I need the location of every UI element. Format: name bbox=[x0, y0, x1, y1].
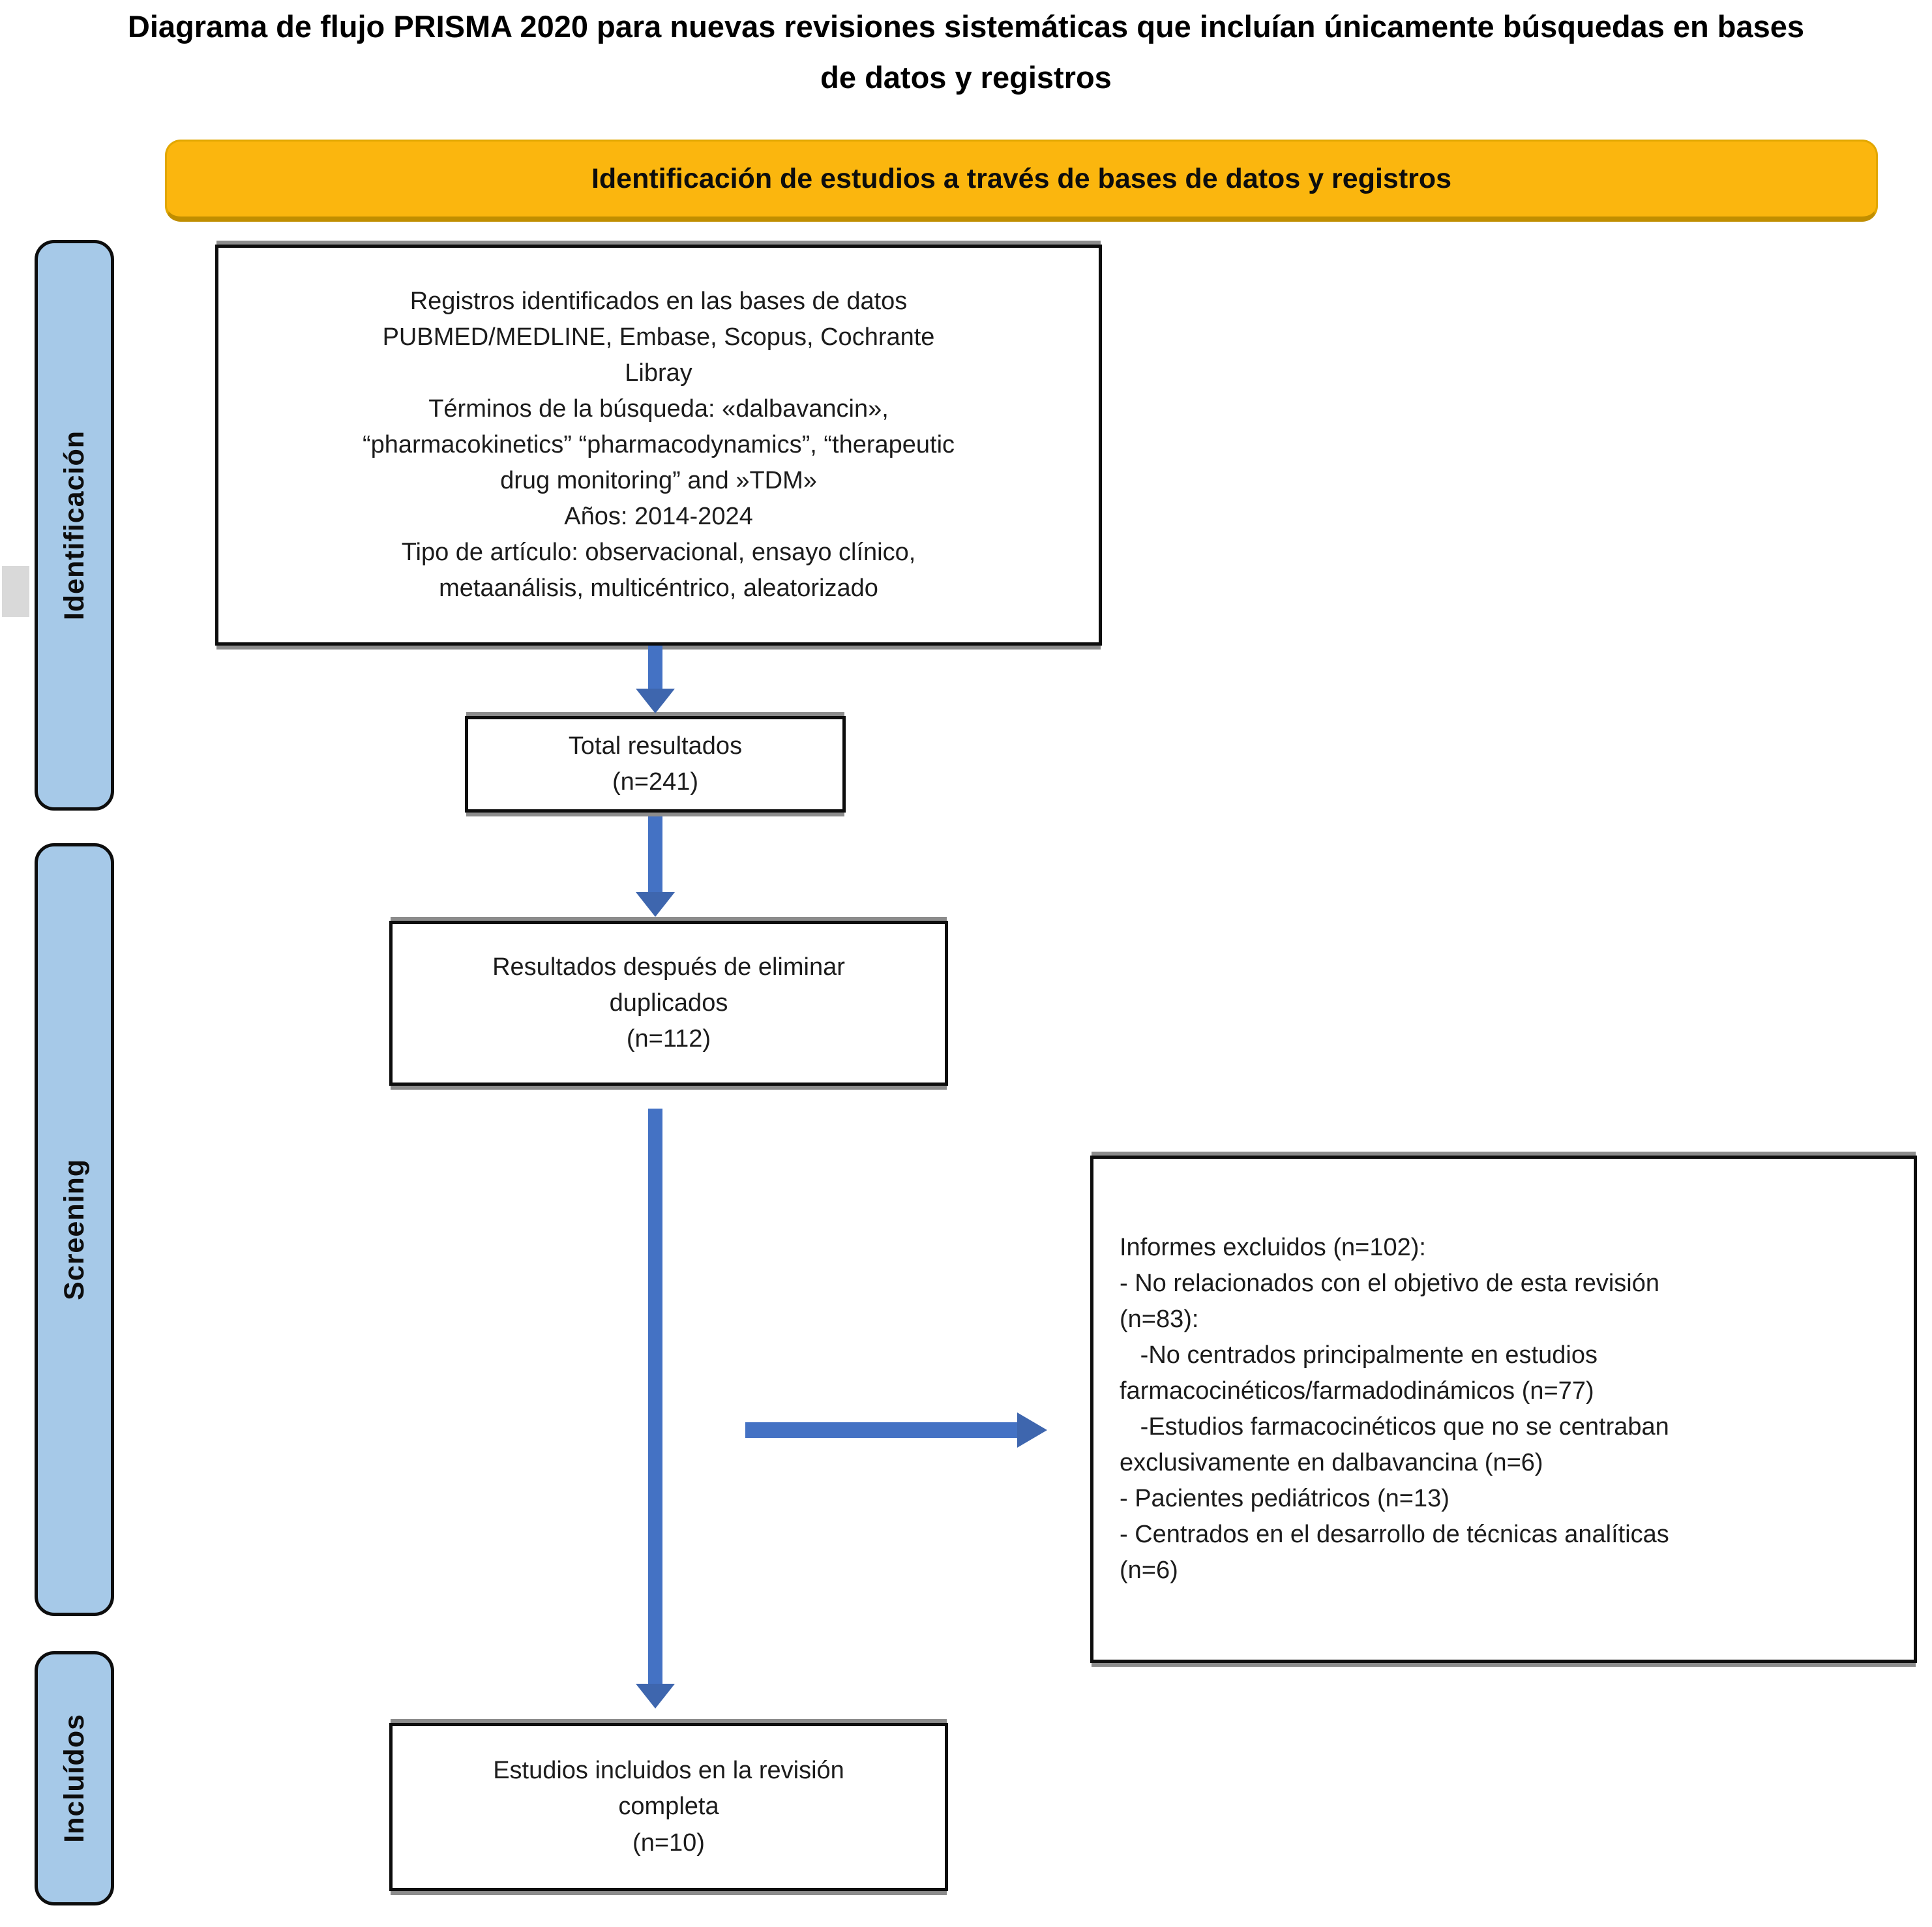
stage-identificacion: Identificación bbox=[35, 240, 114, 811]
box-records-identified: Registros identificados en las bases de … bbox=[215, 245, 1102, 646]
arrow-down-head-icon bbox=[636, 1684, 675, 1709]
identification-banner: Identificación de estudios a través de b… bbox=[165, 140, 1878, 222]
box-reports-excluded: Informes excluidos (n=102): - No relacio… bbox=[1090, 1156, 1917, 1663]
identification-banner-label: Identificación de estudios a través de b… bbox=[591, 163, 1452, 194]
stage-incluidos: Incluídos bbox=[35, 1651, 114, 1905]
arrow-down-icon bbox=[648, 1109, 662, 1685]
box-after-duplicates: Resultados después de eliminar duplicado… bbox=[389, 921, 948, 1086]
arrow-right-icon bbox=[745, 1422, 1017, 1438]
diagram-title: Diagrama de flujo PRISMA 2020 para nueva… bbox=[127, 9, 1805, 95]
arrow-down-head-icon bbox=[636, 892, 675, 917]
box-studies-included: Estudios incluidos en la revisión comple… bbox=[389, 1723, 948, 1891]
arrow-down-head-icon bbox=[636, 689, 675, 713]
arrow-down-icon bbox=[648, 816, 662, 893]
stage-incluidos-label: Incluídos bbox=[58, 1714, 90, 1843]
stage-identificacion-label: Identificación bbox=[58, 430, 90, 621]
arrow-right-head-icon bbox=[1017, 1412, 1047, 1448]
arrow-down-icon bbox=[648, 646, 662, 690]
page-margin-artifact bbox=[2, 566, 29, 617]
box-total-results: Total resultados (n=241) bbox=[465, 716, 846, 813]
stage-screening: Screening bbox=[35, 843, 114, 1616]
stage-screening-label: Screening bbox=[58, 1159, 90, 1300]
